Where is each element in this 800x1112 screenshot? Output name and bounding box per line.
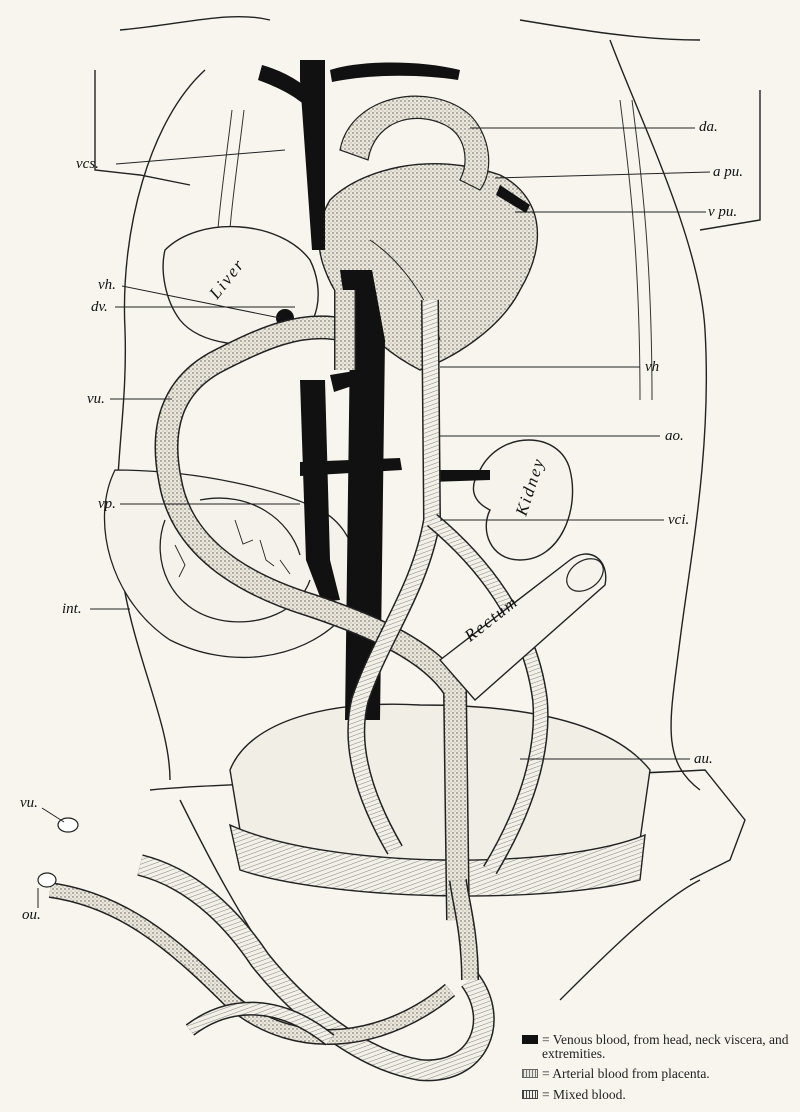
legend: = Venous blood, from head, neck viscera,… <box>522 1033 797 1108</box>
label-vp: vp. <box>98 497 116 512</box>
arterial-swatch <box>522 1069 538 1078</box>
venous-swatch <box>522 1035 538 1044</box>
umbilical-cord <box>50 865 484 1070</box>
label-vh-left: vh. <box>98 278 116 293</box>
label-dv: dv. <box>91 300 108 315</box>
mixed-swatch <box>522 1090 538 1099</box>
label-vu-cord: vu. <box>20 796 38 811</box>
bladder <box>230 704 650 896</box>
label-apu: a pu. <box>713 165 743 180</box>
label-da: da. <box>699 120 718 135</box>
label-au: au. <box>694 752 713 767</box>
label-vh-right: vh <box>645 360 659 375</box>
label-int: int. <box>62 602 82 617</box>
label-ao: ao. <box>665 429 684 444</box>
label-vci: vci. <box>668 513 689 528</box>
label-vcs: vcs. <box>76 157 99 172</box>
legend-item-mixed: = Mixed blood. <box>522 1088 797 1102</box>
cord-openings <box>38 818 78 887</box>
legend-item-arterial: = Arterial blood from placenta. <box>522 1067 797 1081</box>
legend-item-venous: = Venous blood, from head, neck viscera,… <box>522 1033 797 1061</box>
legend-mixed-text: = Mixed blood. <box>542 1087 626 1102</box>
label-vpu: v pu. <box>708 205 737 220</box>
legend-venous-text: = Venous blood, from head, neck viscera,… <box>542 1032 789 1061</box>
label-ou: ou. <box>22 908 41 923</box>
label-vu: vu. <box>87 392 105 407</box>
legend-arterial-text: = Arterial blood from placenta. <box>542 1066 710 1081</box>
